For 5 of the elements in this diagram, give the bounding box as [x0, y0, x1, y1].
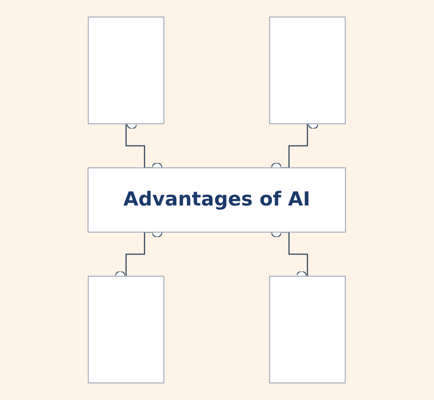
- node-box: [88, 276, 165, 384]
- node-box: [269, 16, 346, 124]
- node-box: [88, 16, 165, 124]
- node-box: [269, 276, 346, 384]
- node-box: Advantages of AI: [88, 167, 346, 233]
